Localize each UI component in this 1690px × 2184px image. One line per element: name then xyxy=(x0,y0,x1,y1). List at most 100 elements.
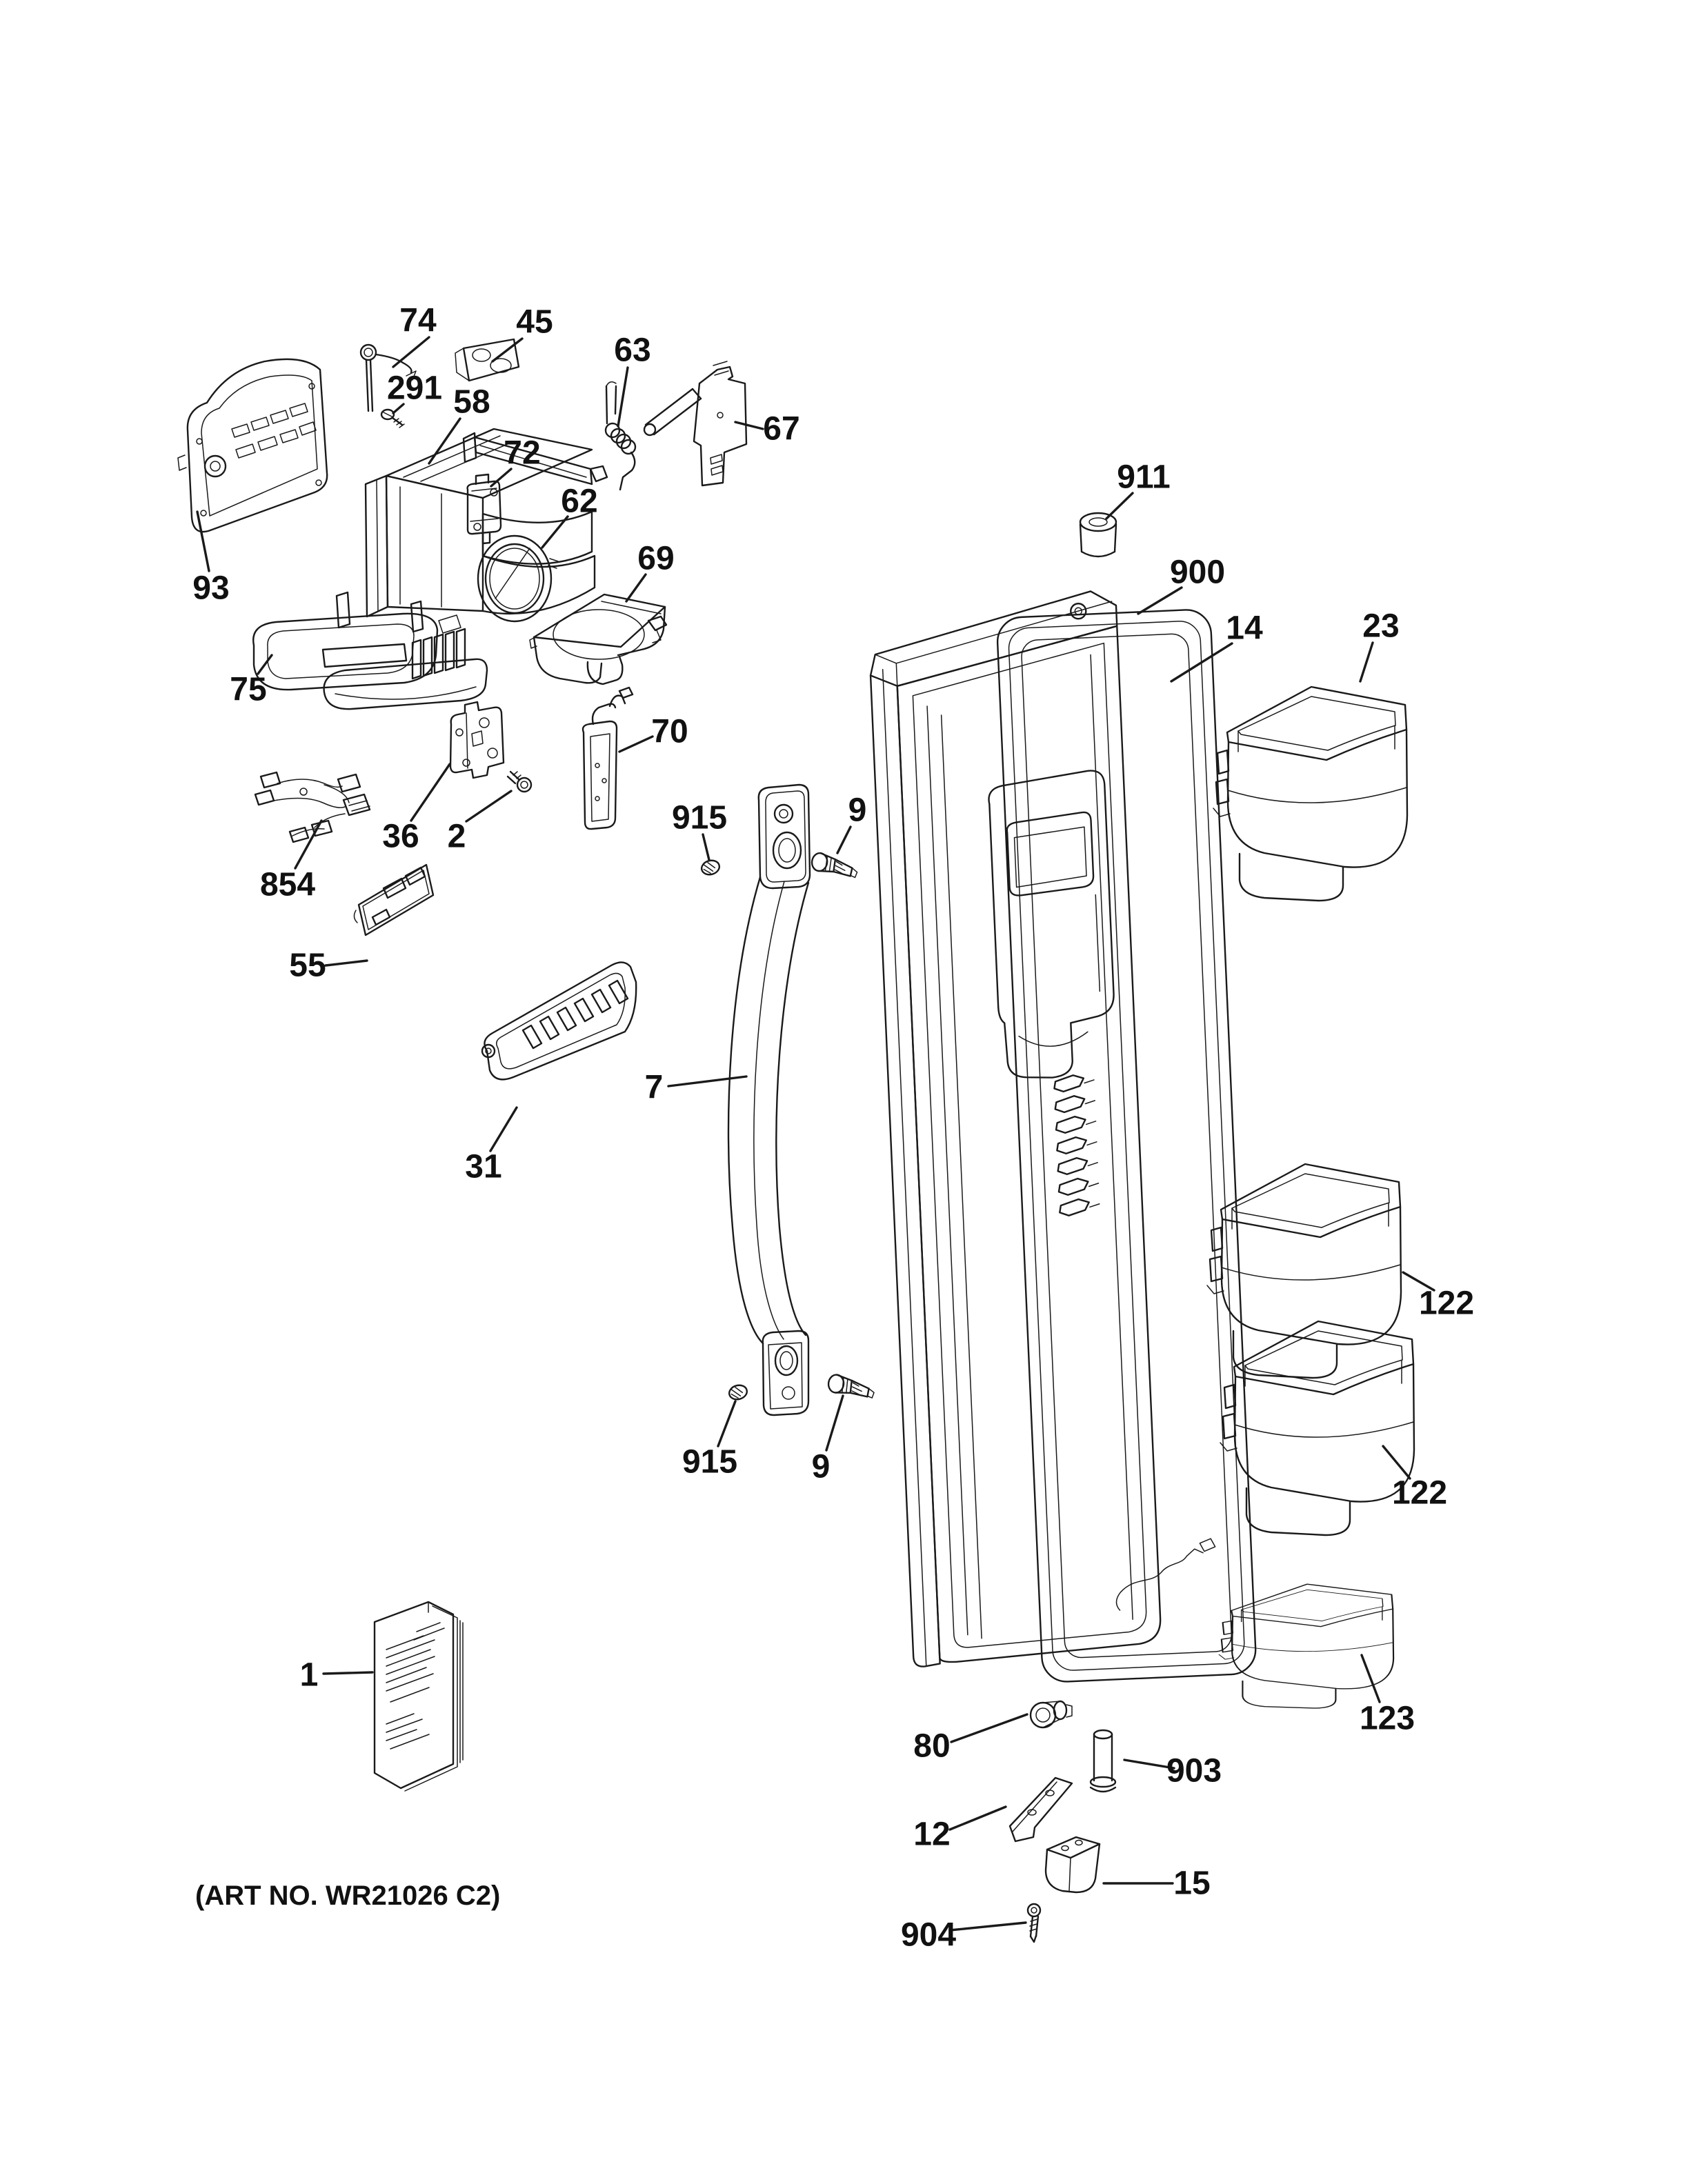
part-904-screw xyxy=(1026,1903,1042,1943)
callout-122: 122 xyxy=(1402,1271,1474,1322)
callout-label: 75 xyxy=(230,672,266,708)
part-915-plug-top xyxy=(699,857,722,878)
callout-label: 67 xyxy=(763,411,799,448)
callout-label: 14 xyxy=(1226,610,1263,647)
callout-leader-line xyxy=(618,735,654,753)
callout-915: 915 xyxy=(682,1400,737,1481)
callout-12: 12 xyxy=(913,1805,1007,1853)
callout-label: 915 xyxy=(672,800,727,836)
part-70-door-stop xyxy=(581,686,634,830)
callout-label: 2 xyxy=(448,819,466,855)
part-15-door-stop-block xyxy=(1044,1836,1101,1894)
callout-leader-line xyxy=(324,959,368,967)
callout-leader-line xyxy=(1123,1759,1175,1770)
callout-123: 123 xyxy=(1360,1654,1415,1737)
part-14-door-panel xyxy=(869,590,1216,1667)
callout-label: 31 xyxy=(465,1149,501,1185)
part-55-control-board xyxy=(353,863,435,936)
callout-leader-line xyxy=(491,337,524,363)
part-62-trim-ring xyxy=(477,534,559,623)
part-31-drip-tray-grille xyxy=(481,961,637,1081)
callout-55: 55 xyxy=(289,948,368,984)
callout-leader-line xyxy=(1170,642,1233,683)
callout-904: 904 xyxy=(901,1917,1027,1954)
callout-leader-line xyxy=(410,763,451,822)
part-23-door-bin-top xyxy=(1212,685,1409,902)
part-72-dispenser-switch xyxy=(466,473,502,545)
callout-label: 1 xyxy=(300,1657,319,1694)
part-63-spring xyxy=(604,381,637,491)
callout-label: 9 xyxy=(848,792,867,829)
callout-7: 7 xyxy=(645,1070,748,1106)
callout-label: 80 xyxy=(913,1728,950,1765)
callout-leader-line xyxy=(825,1394,844,1452)
callout-58: 58 xyxy=(428,384,490,465)
callout-label: 58 xyxy=(453,384,490,421)
callout-leader-line xyxy=(490,468,513,488)
callout-62: 62 xyxy=(541,483,598,549)
callout-74: 74 xyxy=(392,303,437,368)
callout-1: 1 xyxy=(300,1657,374,1694)
callout-72: 72 xyxy=(490,435,541,488)
callout-label: 15 xyxy=(1173,1865,1210,1902)
callout-leader-line xyxy=(489,1106,518,1152)
callout-900: 900 xyxy=(1137,554,1225,615)
callout-leader-line xyxy=(625,573,647,603)
callout-63: 63 xyxy=(614,332,651,428)
part-900-door-gasket xyxy=(996,609,1257,1683)
callout-leader-line xyxy=(1105,492,1134,520)
part-45-bracket xyxy=(455,338,520,382)
part-911-hinge-bushing xyxy=(1079,512,1117,558)
part-915-plug-bottom xyxy=(726,1382,750,1403)
callout-label: 904 xyxy=(901,1917,956,1954)
part-75-drip-tray-cover xyxy=(252,591,439,691)
callout-leader-line xyxy=(717,1400,737,1447)
callout-67: 67 xyxy=(734,411,800,448)
callout-leader-line xyxy=(702,833,710,861)
callout-label: 915 xyxy=(682,1444,737,1481)
callout-45: 45 xyxy=(491,304,553,363)
callout-69: 69 xyxy=(625,541,675,603)
part-74-wire-clip xyxy=(359,343,417,412)
callout-2: 2 xyxy=(448,790,513,855)
callout-31: 31 xyxy=(465,1106,518,1185)
callout-label: 9 xyxy=(812,1449,831,1485)
part-36-hinge-bracket xyxy=(449,701,505,779)
callout-label: 854 xyxy=(260,867,315,903)
callout-leader-line xyxy=(734,421,764,430)
callout-93: 93 xyxy=(192,510,230,607)
callout-leader-line xyxy=(1137,586,1183,615)
part-291-screw xyxy=(380,408,405,428)
callout-label: 291 xyxy=(387,370,442,407)
part-903-hinge-pin xyxy=(1089,1729,1117,1793)
callout-leader-line xyxy=(617,366,629,428)
callout-label: 74 xyxy=(399,303,437,339)
callout-label: 900 xyxy=(1170,554,1225,591)
part-2-screw xyxy=(506,770,533,793)
callout-label: 36 xyxy=(382,819,419,855)
callout-leader-line xyxy=(950,1713,1028,1743)
callout-915: 915 xyxy=(672,800,727,861)
callout-70: 70 xyxy=(618,714,688,753)
part-1-manual-booklet xyxy=(373,1601,464,1792)
callout-291: 291 xyxy=(387,370,442,414)
callout-leader-line xyxy=(392,403,405,414)
callout-label: 23 xyxy=(1362,608,1399,645)
callout-903: 903 xyxy=(1123,1753,1222,1790)
callout-label: 72 xyxy=(504,435,540,472)
callout-leader-line xyxy=(196,510,210,572)
callout-14: 14 xyxy=(1170,610,1263,683)
callout-leader-line xyxy=(1382,1445,1411,1480)
callout-leader-line xyxy=(541,515,569,549)
callout-9: 9 xyxy=(836,792,867,854)
part-7-door-handle xyxy=(727,783,811,1416)
callout-leader-line xyxy=(465,790,513,823)
callout-leader-line xyxy=(1359,641,1374,683)
callout-leader-line xyxy=(294,819,323,870)
callout-leader-line xyxy=(392,336,430,368)
callout-36: 36 xyxy=(382,763,451,855)
callout-label: 63 xyxy=(614,332,650,369)
